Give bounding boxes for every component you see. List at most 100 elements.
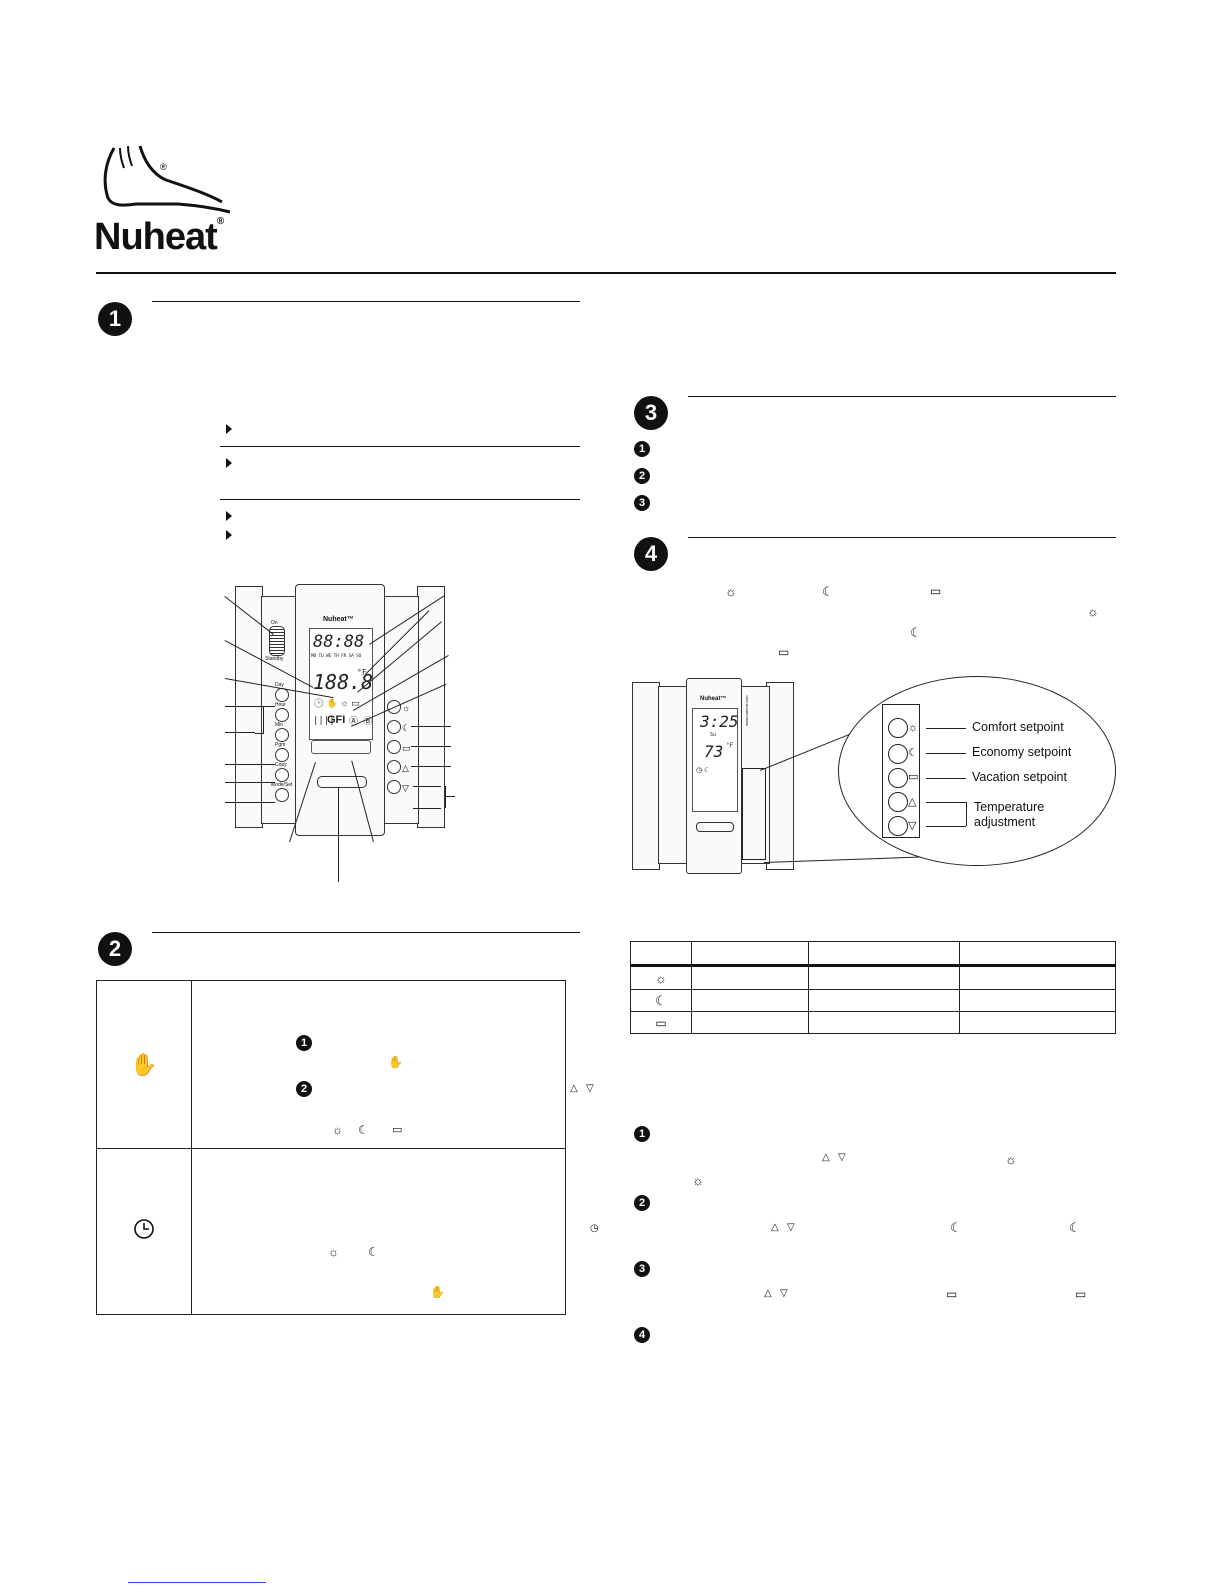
lcd-screen [309,628,373,740]
side-url: www.nuheat.com [744,695,749,726]
bullet-arrow-icon [226,511,232,521]
power-slider[interactable] [269,626,285,656]
economy-setpoint-label: Economy setpoint [972,745,1072,759]
section-2-badge: 2 [98,932,132,966]
lcd-gfi: GFI [327,714,346,726]
leader-line [411,766,451,767]
lcd-mode-icons: 🕒 ✋ ☼ ▭ [313,698,360,708]
setpoint-table: ☼ ☾ ▭ [630,941,1116,1034]
leader-line [225,706,275,707]
leader-line [445,796,455,797]
sun-icon: ☼ [332,1123,343,1137]
arrow-down [926,826,966,827]
section-2-rule [152,932,580,933]
table-row: ◷ ☼ ☾ ✋ [96,1148,599,1315]
moon-icon: ☾ [1069,1220,1081,1235]
suitcase-icon: ▭ [930,584,942,598]
slider-top-label: On [271,620,278,626]
arrow-comfort [926,728,966,729]
comfort-setpoint-label: Comfort setpoint [972,720,1064,734]
hand-small-icon: ✋ [388,1055,403,1069]
table-header [808,941,960,966]
suitcase-icon: ▭ [946,1287,958,1301]
up-arrow-icon: △ [570,1083,578,1094]
step-badge: 1 [296,1035,312,1051]
table-header [691,941,809,966]
clock-icon [134,1219,154,1239]
brand-name: Nuheat [94,216,218,258]
feature-desc-cell: 1 ✋ 2 △ ▽ ☼ ☾ ▭ [191,980,594,1149]
header-rule [96,272,1116,274]
moon-icon: ☾ [950,1220,962,1235]
bullet-arrow-icon [226,458,232,468]
down-arrow-icon: ▽ [586,1083,594,1094]
clock-small-icon: ◷ [590,1223,599,1234]
moon-icon: ☾ [358,1123,369,1137]
feature-icon-cell: ✋ [96,980,192,1149]
lcd-unit: °F [357,668,367,677]
left-rail [632,682,660,870]
arrow-up [926,802,966,803]
bullet-arrow-icon [226,424,232,434]
lcd-mode-icons: ◷ ☾ [696,767,711,774]
up-arrow-icon: △ [822,1152,830,1163]
up-arrow-icon: △ [771,1222,779,1233]
pgm-label: Pgm [275,742,286,748]
sun-icon: ☼ [725,584,737,599]
table-row: ☾ [630,989,1116,1012]
economy-button[interactable] [888,744,908,764]
footer-link[interactable] [128,1582,266,1583]
leader-line [225,782,275,783]
up-button[interactable] [387,760,401,774]
thermostat-diagram: On Standby Day Hour Min Pgm Copy Mode/Se… [224,580,455,882]
leader-line [411,726,451,727]
temperature-adjustment-label-2: adjustment [974,815,1036,829]
leader-line [413,786,441,787]
table-row: ☼ [630,965,1116,990]
brand-registered: ® [216,216,224,227]
down-arrow-icon: ▽ [838,1152,846,1163]
step-badge: 2 [634,468,650,484]
down-arrow-icon: ▽ [787,1222,795,1233]
step-badge: 3 [634,495,650,511]
slider-bottom-label: Standby [265,656,284,662]
hand-small-icon: ✋ [430,1285,445,1299]
mode-set-button[interactable] [275,788,289,802]
day-button[interactable] [275,688,289,702]
suitcase-icon: ▭ [630,1011,692,1034]
section-1-badge: 1 [98,302,132,336]
lcd-ab: Ⓐ Ⓑ [349,717,373,727]
bracket [441,786,446,808]
comfort-button[interactable] [888,718,908,738]
lcd-unit: °F [726,742,734,749]
copy-label: Copy [275,762,287,768]
section-3-badge: 3 [634,396,668,430]
sun-icon: ☼ [1005,1152,1017,1167]
vacation-button[interactable] [387,740,401,754]
moon-icon: ☾ [822,584,834,599]
highlight-box [742,768,766,860]
down-button[interactable] [387,780,401,794]
hour-button[interactable] [275,708,289,722]
vacation-button[interactable] [888,768,908,788]
table-row: ✋ 1 ✋ 2 △ ▽ ☼ ☾ ▭ [96,980,594,1149]
down-button[interactable] [888,816,908,836]
pgm-button[interactable] [275,748,289,762]
min-button[interactable] [275,728,289,742]
min-label: Min [275,722,284,728]
economy-button[interactable] [387,720,401,734]
day-label: Day [275,682,284,688]
step-badge: 2 [296,1081,312,1097]
up-button[interactable] [888,792,908,812]
comfort-button[interactable] [387,700,401,714]
sun-icon: ☼ [328,1245,339,1259]
lcd-heat-symbol: |||| [313,716,335,726]
copy-button[interactable] [275,768,289,782]
moon-icon: ☾ [910,625,922,640]
leader-line [225,764,275,765]
left-rail [235,586,263,828]
table-header [630,941,692,966]
lcd-day: Su [710,732,717,738]
temperature-adjustment-label-1: Temperature [974,800,1045,814]
leader-line [225,732,255,733]
